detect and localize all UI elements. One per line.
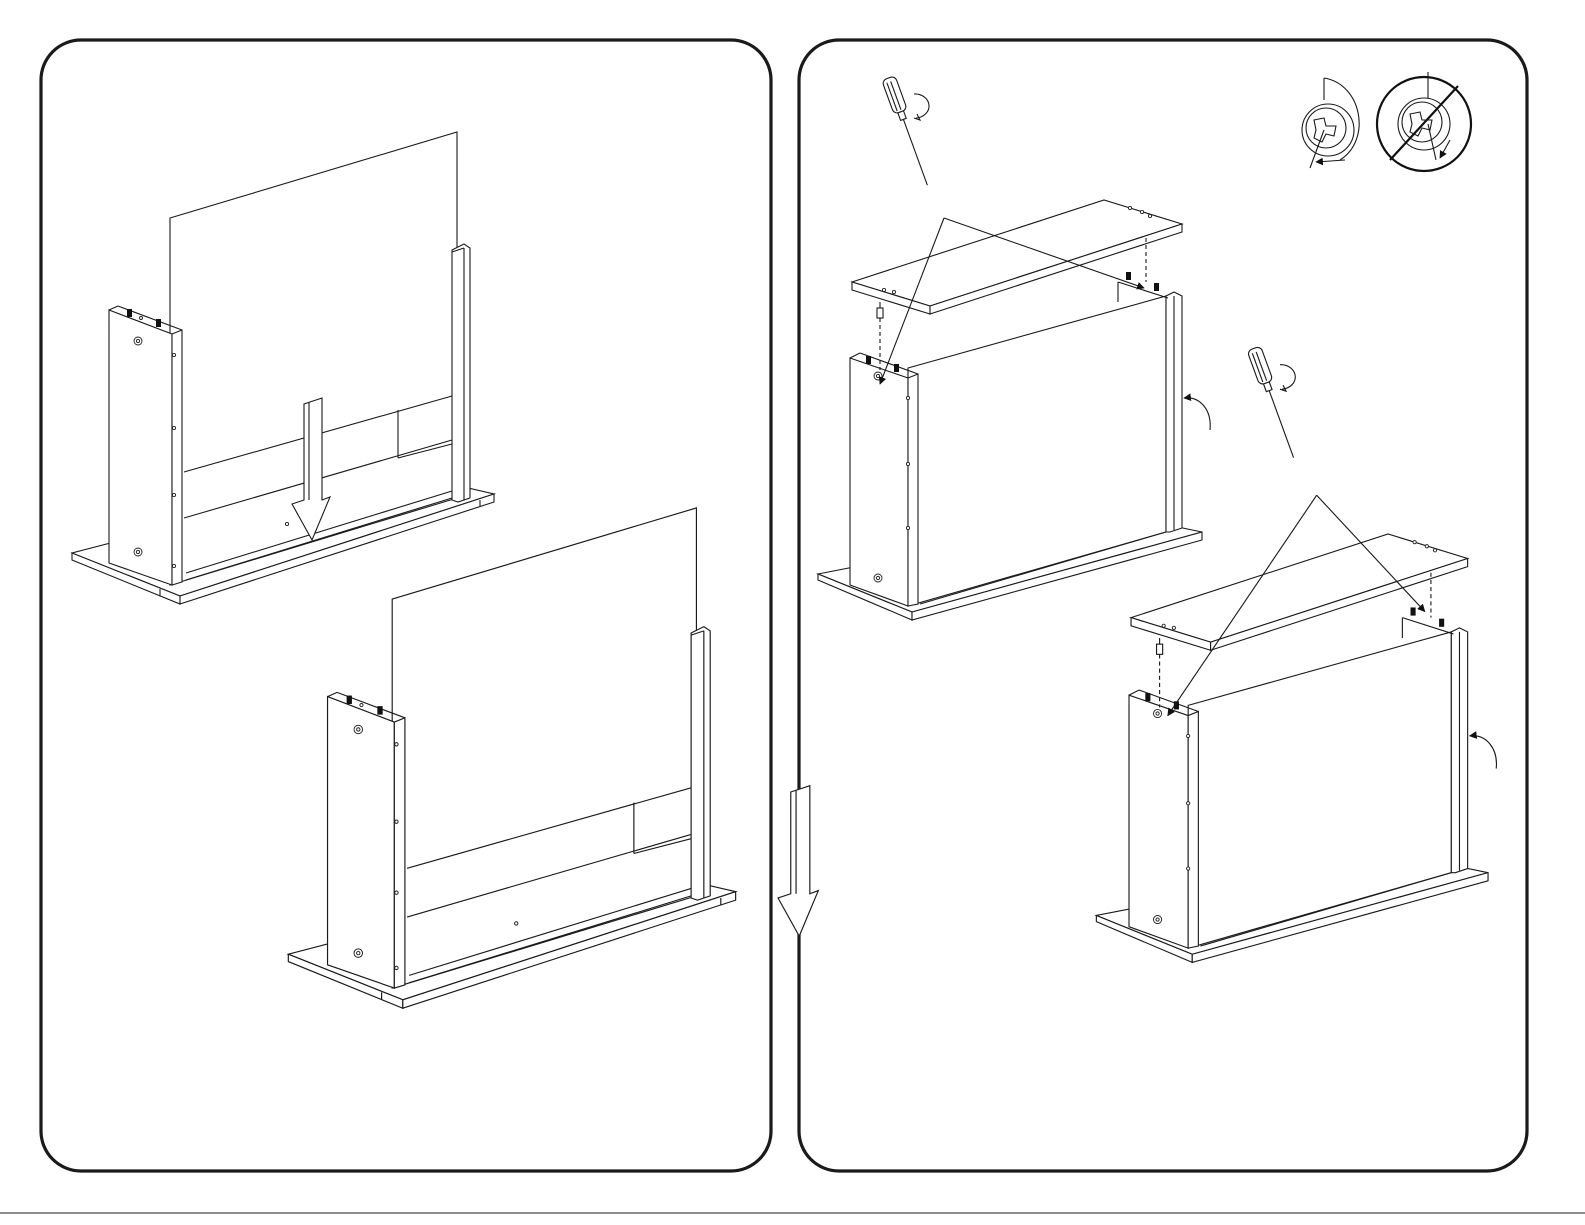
screwdriver-icon	[1247, 346, 1295, 458]
down-arrow-icon	[778, 786, 818, 937]
left-assembly-step-lower	[288, 508, 818, 1008]
cam-lock-incorrect-icon	[1377, 72, 1471, 171]
left-assembly-step-upper	[72, 132, 494, 604]
cam-lock-correct-icon	[1302, 78, 1359, 168]
right-assembly-step-upper	[818, 76, 1210, 620]
screwdriver-icon	[882, 76, 929, 186]
